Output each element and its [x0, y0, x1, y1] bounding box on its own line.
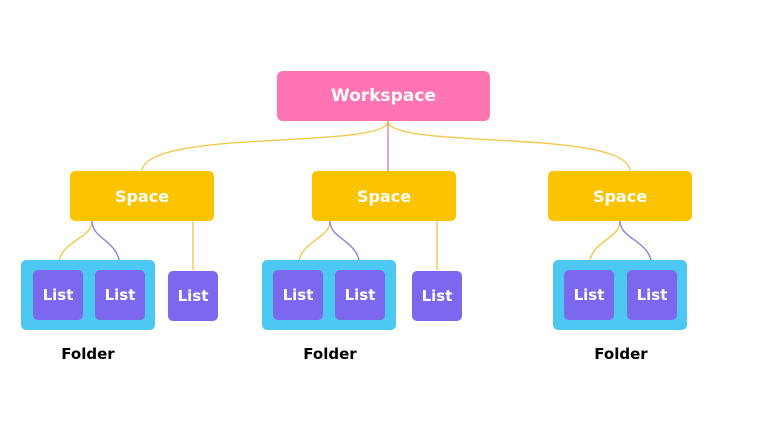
list-label: List — [282, 286, 314, 304]
workspace-node: Workspace — [277, 71, 490, 121]
connector-workspace-space-3 — [387, 120, 631, 172]
list-node-2-2: List — [335, 270, 385, 320]
list-label: List — [104, 286, 136, 304]
list-label: List — [177, 287, 209, 305]
workspace-label: Workspace — [331, 86, 436, 106]
loose-list-node-1: List — [168, 271, 218, 321]
space-label: Space — [356, 186, 412, 206]
list-node-1-2: List — [95, 270, 145, 320]
list-label: List — [344, 286, 376, 304]
connector-workspace-space-1 — [141, 120, 389, 172]
folder-label-1: Folder — [61, 345, 115, 363]
list-label: List — [573, 286, 605, 304]
list-label: List — [421, 287, 453, 305]
folder-label-3: Folder — [594, 345, 648, 363]
list-label: List — [636, 286, 668, 304]
list-node-3-2: List — [627, 270, 677, 320]
space-label: Space — [592, 186, 648, 206]
space-node-1: Space — [70, 171, 214, 221]
space-node-3: Space — [548, 171, 692, 221]
list-node-1-1: List — [33, 270, 83, 320]
list-node-2-1: List — [273, 270, 323, 320]
folder-label-2: Folder — [303, 345, 357, 363]
space-label: Space — [114, 186, 170, 206]
list-node-3-1: List — [564, 270, 614, 320]
space-node-2: Space — [312, 171, 456, 221]
loose-list-node-2: List — [412, 271, 462, 321]
list-label: List — [42, 286, 74, 304]
